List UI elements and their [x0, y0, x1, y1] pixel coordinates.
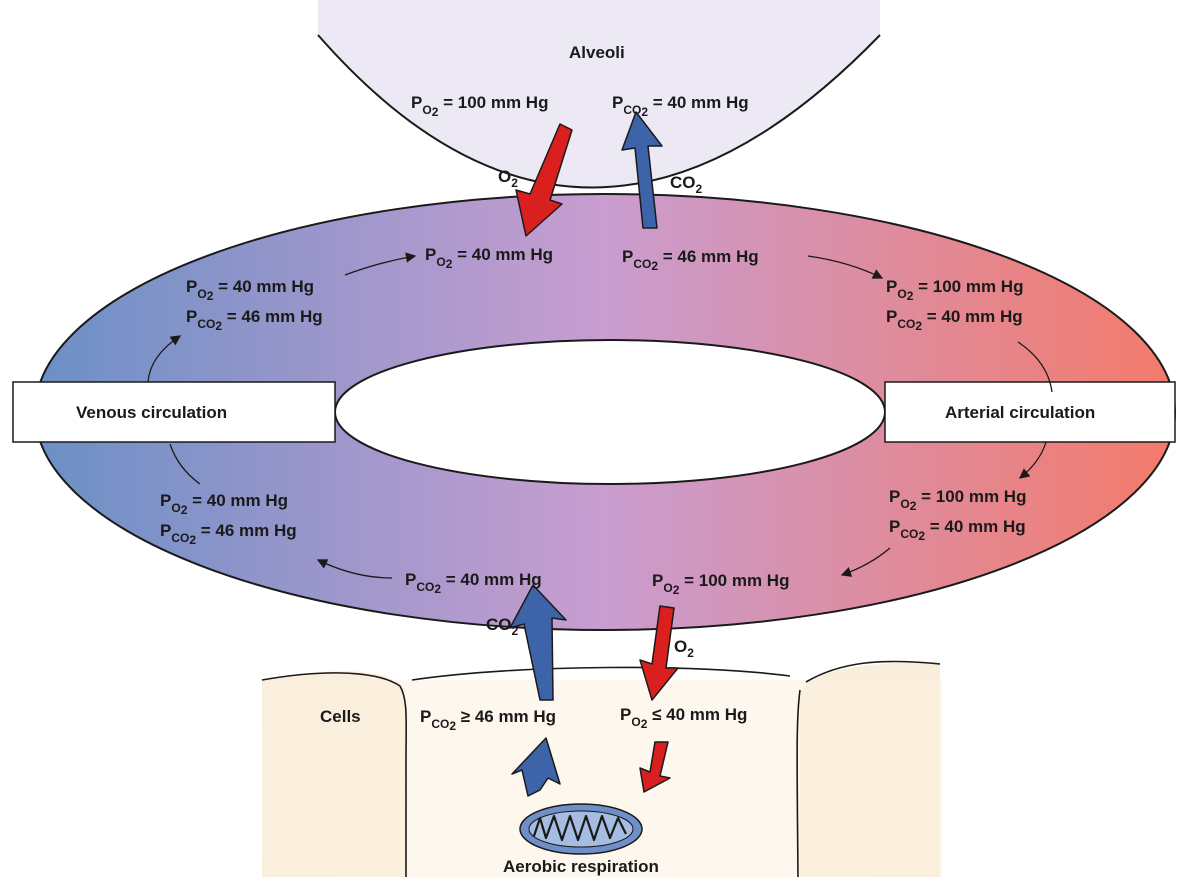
co2-label-top: CO2 — [670, 173, 703, 196]
o2-label-bottom: O2 — [674, 637, 694, 660]
aerobic-respiration-label: Aerobic respiration — [503, 857, 659, 876]
cells-title: Cells — [320, 707, 361, 726]
alveoli-title: Alveoli — [569, 43, 625, 62]
mitochondrion-icon — [520, 804, 642, 854]
alveoli-sac — [318, 0, 880, 188]
venous-circulation-label: Venous circulation — [76, 403, 227, 422]
cell-membrane-top — [412, 667, 790, 680]
arterial-circulation-label: Arterial circulation — [945, 403, 1095, 422]
